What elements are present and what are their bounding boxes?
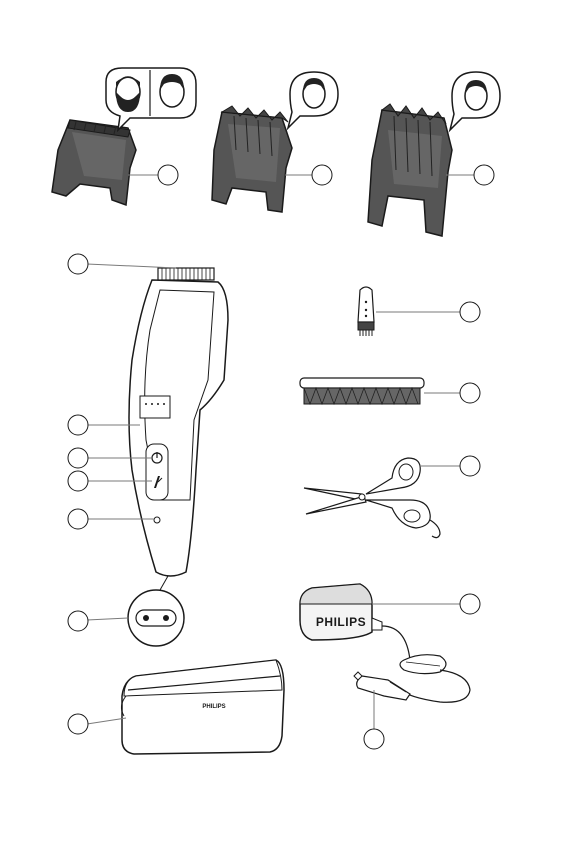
- callout-adapter: [460, 594, 480, 614]
- callout-power-button: [68, 448, 88, 468]
- head-icon: [303, 78, 325, 108]
- styling-comb: [300, 378, 424, 404]
- cleaning-brush: [358, 287, 374, 336]
- callout-styling-comb: [460, 383, 480, 403]
- adapter: PHILIPS: [300, 584, 470, 702]
- socket-for-plug: [128, 576, 184, 646]
- callout-turbo-button: [68, 471, 88, 491]
- scissors: [304, 458, 440, 538]
- callout-scissors: [460, 456, 480, 476]
- long-hair-comb: [368, 104, 452, 236]
- head-icon: [160, 74, 184, 107]
- comb-3-bubble: [450, 72, 500, 130]
- callout-long-hair-comb: [474, 165, 494, 185]
- adapter-brand-logo: PHILIPS: [316, 615, 366, 629]
- comb-2-bubble: [288, 72, 338, 128]
- pouch: PHILIPS: [121, 660, 284, 754]
- callout-beard-comb: [158, 165, 178, 185]
- callout-charging-light: [68, 509, 88, 529]
- short-hair-comb: [212, 106, 292, 212]
- charging-light: [154, 517, 160, 523]
- pouch-brand-logo: PHILIPS: [202, 704, 225, 710]
- beard-icon: [116, 77, 140, 112]
- beard-comb: [52, 120, 136, 205]
- small-plug: [354, 672, 410, 700]
- hair-clipper: [129, 268, 228, 576]
- callout-length-indicator: [68, 415, 88, 435]
- comb-1-bubble: [106, 68, 196, 130]
- callout-short-hair-comb: [312, 165, 332, 185]
- callout-pouch: [68, 714, 88, 734]
- head-icon: [465, 80, 487, 110]
- callout-cutting-unit: [68, 254, 88, 274]
- callout-socket: [68, 611, 88, 631]
- callout-small-plug: [364, 729, 384, 749]
- callout-cleaning-brush: [460, 302, 480, 322]
- length-indicator: [140, 396, 170, 418]
